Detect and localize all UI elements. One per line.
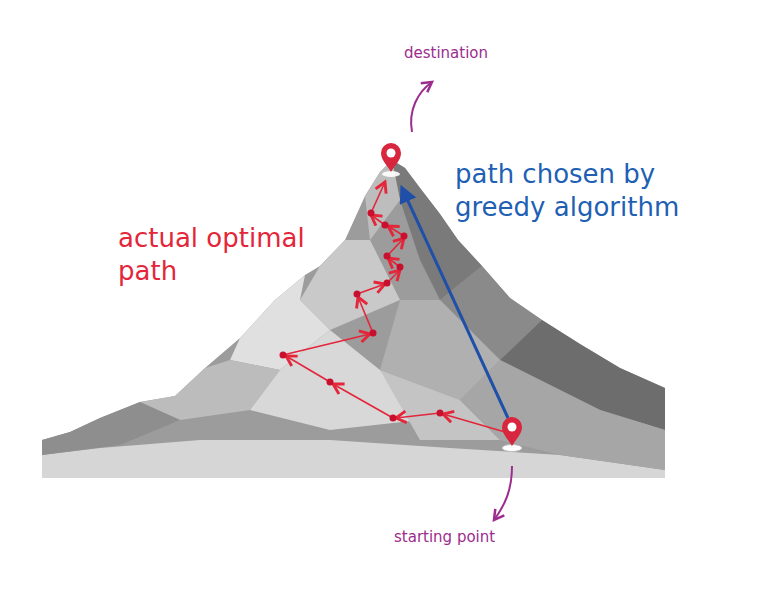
- leader-arrow: [411, 82, 432, 132]
- callout-label: destination: [404, 44, 544, 63]
- path-label: actual optimal path: [118, 222, 368, 287]
- mountain-facet: [365, 160, 400, 240]
- mountain-facet: [42, 402, 180, 455]
- start-pin: [502, 417, 522, 452]
- path-label: path chosen by greedy algorithm: [455, 158, 740, 223]
- greedy-path-arrow: [402, 188, 508, 418]
- callout-label: starting point: [394, 528, 554, 547]
- mountain-facet: [460, 360, 665, 470]
- destination-pin: [381, 143, 401, 177]
- leader-arrow: [494, 466, 512, 520]
